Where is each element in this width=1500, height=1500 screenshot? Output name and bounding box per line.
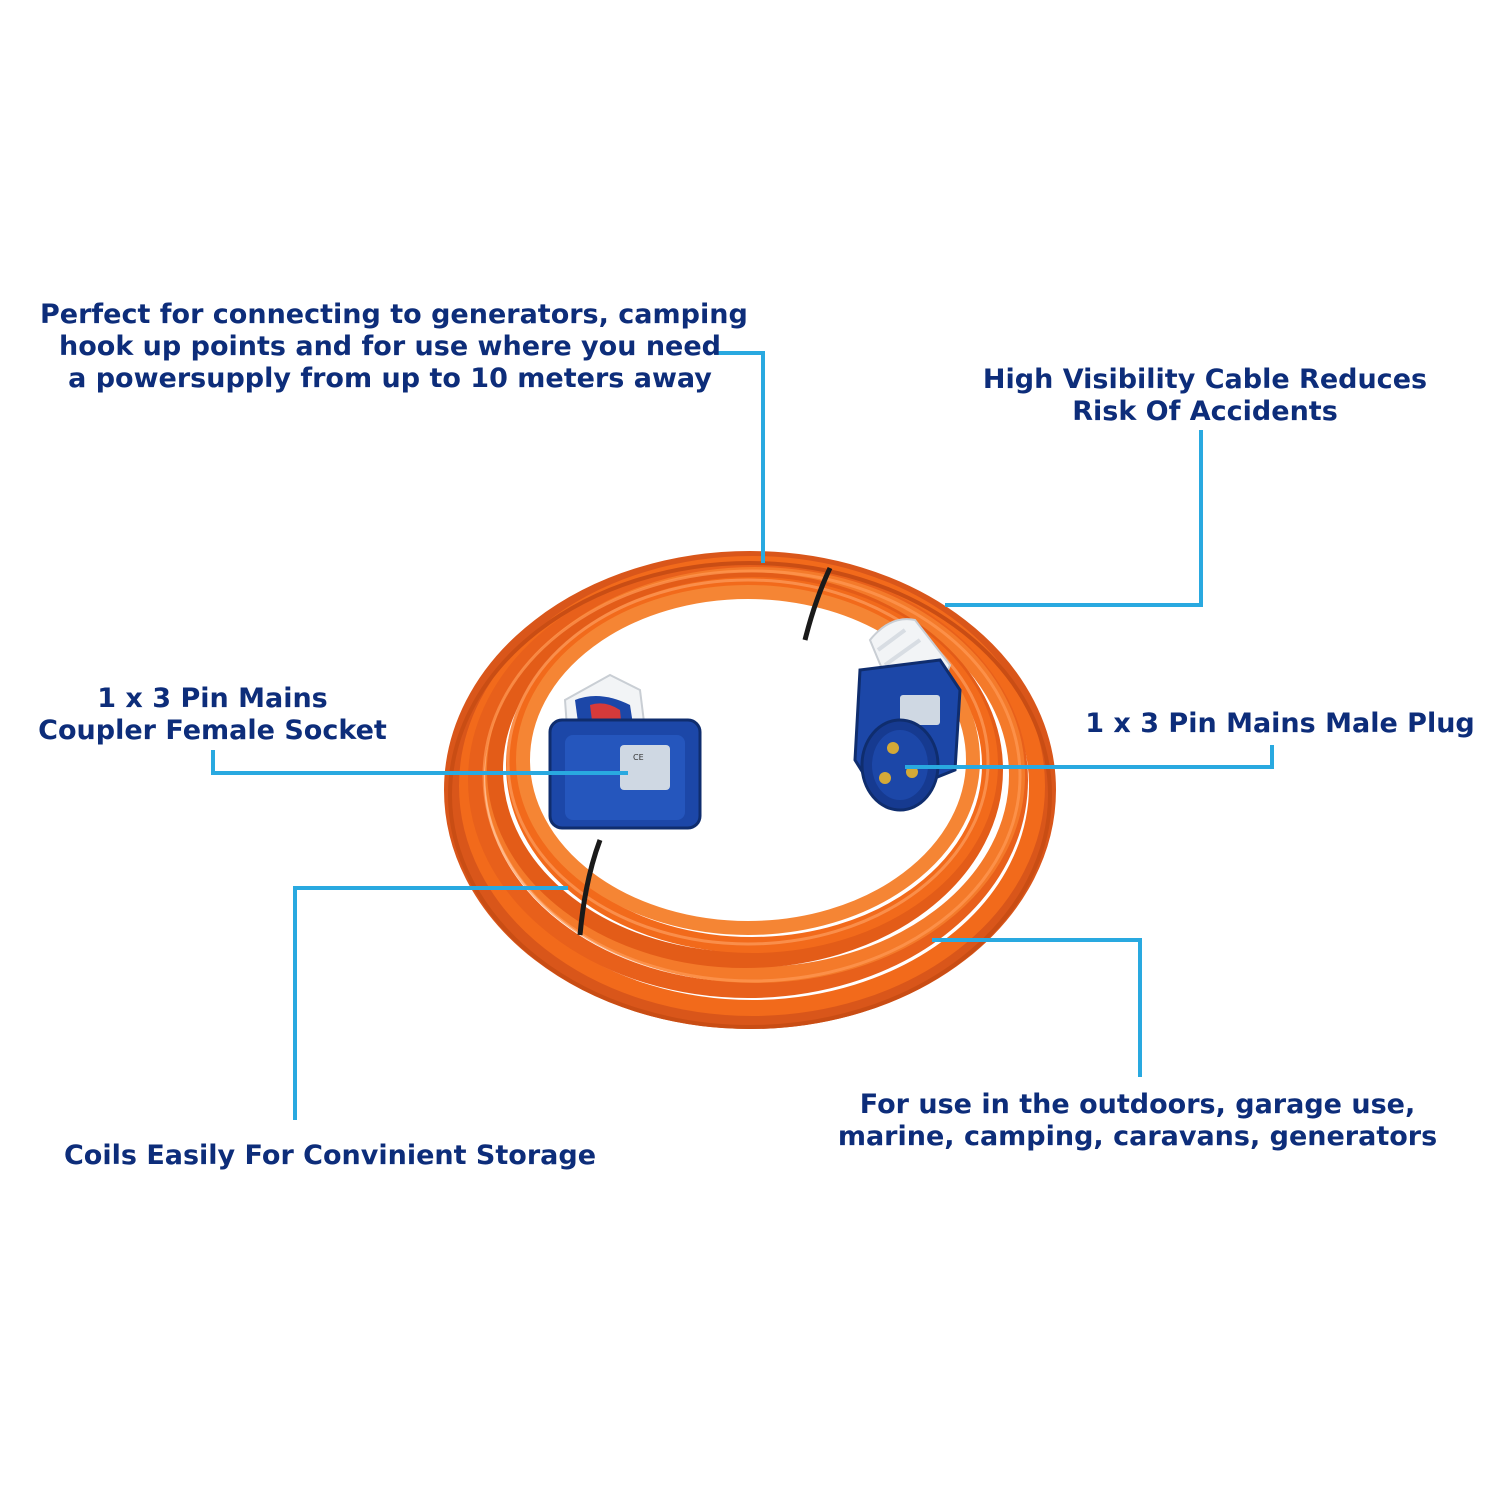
callout-line-3: a powersupply from up to 10 meters away xyxy=(68,363,712,394)
callout-line-1: Perfect for connecting to generators, ca… xyxy=(40,299,748,330)
callout-line-1: For use in the outdoors, garage use, xyxy=(859,1089,1416,1120)
callout-line-2: hook up points and for use where you nee… xyxy=(59,331,721,362)
female-socket-connector: CE xyxy=(548,673,702,830)
cable-coil xyxy=(444,551,1056,1029)
svg-text:CE: CE xyxy=(633,753,644,762)
callout-line-high-visibility xyxy=(945,430,1203,607)
callout-line-female-socket xyxy=(211,750,628,775)
callout-high-visibility: High Visibility Cable Reduces Risk Of Ac… xyxy=(975,364,1435,428)
callout-generators: Perfect for connecting to generators, ca… xyxy=(40,299,748,395)
callout-line-1: 1 x 3 Pin Mains xyxy=(97,683,328,714)
callout-line-2: Risk Of Accidents xyxy=(1072,396,1338,427)
callout-coils: Coils Easily For Convinient Storage xyxy=(60,1140,600,1172)
callout-line-1: Coils Easily For Convinient Storage xyxy=(63,1140,597,1171)
callout-line-1: 1 x 3 Pin Mains Male Plug xyxy=(1085,708,1475,739)
callout-line-2: marine, camping, caravans, generators xyxy=(837,1121,1438,1152)
callout-line-1: High Visibility Cable Reduces xyxy=(982,364,1428,395)
top-cable-tie xyxy=(802,566,833,641)
callout-female-socket: 1 x 3 Pin Mains Coupler Female Socket xyxy=(30,683,395,747)
callout-line-generators xyxy=(715,351,765,563)
callout-line-coils xyxy=(293,886,568,1120)
callout-line-2: Coupler Female Socket xyxy=(38,715,387,746)
callout-male-plug: 1 x 3 Pin Mains Male Plug xyxy=(1080,708,1480,740)
callout-outdoors: For use in the outdoors, garage use, mar… xyxy=(835,1089,1440,1153)
callout-line-male-plug xyxy=(905,745,1274,769)
bottom-cable-tie xyxy=(577,839,603,936)
callout-lines xyxy=(211,351,1274,1120)
callout-line-outdoors xyxy=(932,938,1142,1077)
